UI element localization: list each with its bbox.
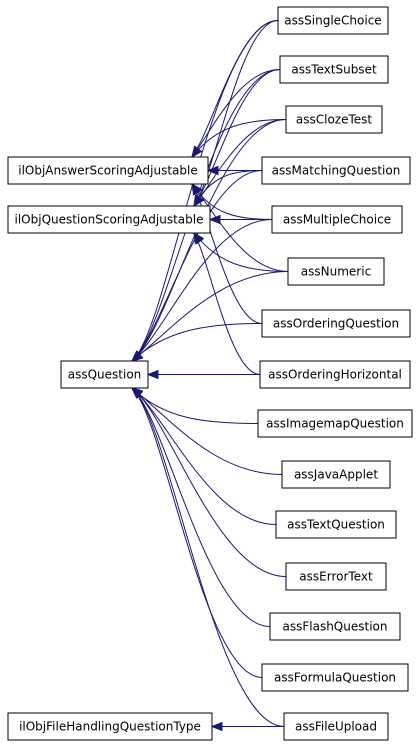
class-label: assErrorText: [299, 570, 373, 584]
class-box[interactable]: [277, 6, 389, 35]
class-box[interactable]: [7, 205, 211, 234]
class-node-ja[interactable]: assJavaApplet: [281, 460, 391, 489]
edge-fu-to-iFile: [210, 721, 284, 732]
class-box[interactable]: [261, 309, 411, 338]
class-box[interactable]: [7, 156, 209, 185]
edge-line: [131, 387, 285, 727]
arrowhead: [146, 369, 159, 380]
class-node-ts[interactable]: assTextSubset: [279, 55, 389, 84]
edge-line: [131, 387, 271, 627]
class-label: assTextSubset: [291, 63, 377, 77]
class-node-mq[interactable]: assMatchingQuestion: [261, 156, 411, 185]
class-box[interactable]: [257, 409, 413, 438]
edge-fu-to-aQ: [130, 387, 285, 727]
arrowhead: [191, 182, 202, 196]
class-box[interactable]: [285, 562, 387, 591]
class-node-im[interactable]: assImagemapQuestion: [257, 409, 413, 438]
arrowhead: [191, 145, 203, 159]
edge-line: [131, 219, 273, 362]
class-label: ilObjQuestionScoringAdjustable: [15, 213, 204, 227]
class-label: assOrderingHorizontal: [268, 368, 402, 382]
edge-line: [193, 69, 281, 207]
edge-line: [193, 232, 289, 272]
arrowhead: [131, 350, 143, 362]
class-node-ct[interactable]: assClozeTest: [285, 105, 383, 134]
class-label: assMatchingQuestion: [272, 164, 401, 178]
class-label: assJavaApplet: [294, 468, 378, 482]
class-node-fq[interactable]: assFlashQuestion: [269, 612, 401, 641]
class-label: assNumeric: [301, 265, 371, 279]
edge-line: [131, 387, 263, 678]
class-node-aQ[interactable]: assQuestion: [60, 360, 149, 389]
class-label: assClozeTest: [296, 113, 373, 127]
class-node-oq[interactable]: assOrderingQuestion: [261, 309, 411, 338]
edge-line: [193, 232, 261, 375]
class-box[interactable]: [275, 510, 397, 539]
class-box[interactable]: [60, 360, 149, 389]
edge-line: [131, 69, 281, 362]
arrowhead: [130, 387, 144, 399]
class-box[interactable]: [271, 205, 403, 234]
edge-sc-to-iAns: [191, 20, 279, 159]
class-label: ilObjFileHandlingQuestionType: [19, 720, 201, 734]
class-box[interactable]: [287, 257, 385, 286]
class-box[interactable]: [283, 712, 389, 741]
edge-line: [193, 20, 279, 207]
edge-line: [131, 170, 263, 362]
class-node-iAns[interactable]: ilObjAnswerScoringAdjustable: [7, 156, 209, 185]
class-box[interactable]: [259, 360, 411, 389]
class-label: assMultipleChoice: [283, 213, 391, 227]
class-node-fu[interactable]: assFileUpload: [283, 712, 389, 741]
class-label: assTextQuestion: [287, 518, 385, 532]
edge-line: [131, 387, 277, 525]
edge-oq-to-aQ: [131, 323, 263, 362]
edge-line: [191, 119, 287, 158]
arrowhead: [210, 721, 223, 732]
class-box[interactable]: [269, 612, 401, 641]
edge-ct-to-iAns: [191, 119, 287, 159]
edge-nu-to-iQue: [193, 231, 289, 272]
class-label: assFileUpload: [295, 720, 377, 734]
class-node-sc[interactable]: assSingleChoice: [277, 6, 389, 35]
class-node-iFile[interactable]: ilObjFileHandlingQuestionType: [7, 712, 213, 741]
class-node-nu[interactable]: assNumeric: [287, 257, 385, 286]
class-box[interactable]: [279, 55, 389, 84]
class-label: assFormulaQuestion: [274, 671, 396, 685]
class-node-mc[interactable]: assMultipleChoice: [271, 205, 403, 234]
class-box[interactable]: [285, 105, 383, 134]
edge-mc-to-iQue: [208, 214, 272, 225]
nodes-layer: ilObjAnswerScoringAdjustable ilObjQuestio…: [7, 6, 413, 741]
class-label: assQuestion: [68, 368, 142, 382]
class-node-et[interactable]: assErrorText: [285, 562, 387, 591]
edge-mc-to-aQ: [130, 219, 273, 362]
arrowhead: [193, 194, 204, 208]
edge-oh-to-aQ: [146, 369, 260, 380]
class-node-fo[interactable]: assFormulaQuestion: [261, 663, 409, 692]
class-label: assImagemapQuestion: [266, 417, 404, 431]
arrowhead: [193, 231, 204, 245]
class-box[interactable]: [261, 156, 411, 185]
class-node-iQue[interactable]: ilObjQuestionScoringAdjustable: [7, 205, 211, 234]
edges-layer: [130, 20, 289, 732]
class-label: assSingleChoice: [284, 14, 381, 28]
class-node-oh[interactable]: assOrderingHorizontal: [259, 360, 411, 389]
edge-line: [191, 20, 279, 158]
edge-oh-to-iQue: [193, 231, 261, 375]
class-node-tq[interactable]: assTextQuestion: [275, 510, 397, 539]
edge-line: [131, 323, 263, 362]
class-box[interactable]: [281, 460, 391, 489]
class-box[interactable]: [7, 712, 213, 741]
class-label: assFlashQuestion: [283, 620, 388, 634]
class-label: assOrderingQuestion: [273, 317, 399, 331]
class-box[interactable]: [261, 663, 409, 692]
edge-line: [131, 387, 283, 475]
class-label: ilObjAnswerScoringAdjustable: [18, 164, 198, 178]
arrowhead: [208, 214, 221, 225]
edge-line: [131, 387, 287, 577]
